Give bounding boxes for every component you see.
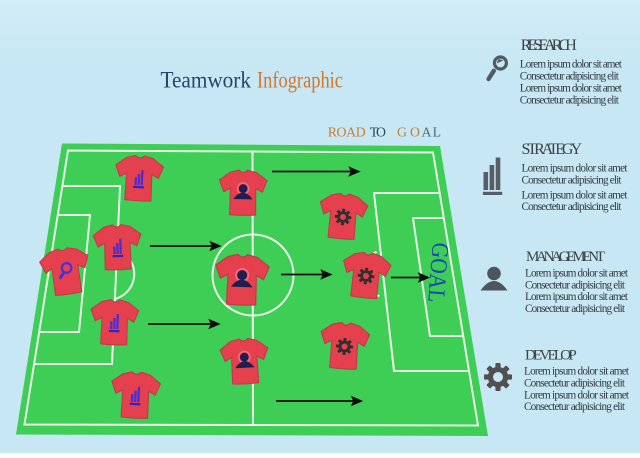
svg-text:AL: AL <box>422 124 442 139</box>
svg-text:Lorem ipsum dolor sit amet: Lorem ipsum dolor sit amet <box>522 190 629 202</box>
svg-text:DEVELOP: DEVELOP <box>525 348 577 364</box>
svg-text:Consectetur adipisicing elit: Consectetur adipisicing elit <box>524 401 626 413</box>
svg-text:Lorem ipsum dolor sit amet: Lorem ipsum dolor sit amet <box>525 268 629 280</box>
svg-text:Lorem ipsum dolor sit amet: Lorem ipsum dolor sit amet <box>522 163 629 175</box>
svg-text:Lorem ipsum dolor sit amet: Lorem ipsum dolor sit amet <box>525 291 629 303</box>
svg-text:Lorem ipsum dolor sit amet: Lorem ipsum dolor sit amet <box>524 390 630 402</box>
svg-text:RESEARCH: RESEARCH <box>521 37 577 54</box>
svg-text:Consectetur adipisicing elit: Consectetur adipisicing elit <box>520 71 620 83</box>
svg-text:Lorem ipsum dolor sit amet: Lorem ipsum dolor sit amet <box>520 83 623 95</box>
svg-text:Lorem ipsum dolor sit amet: Lorem ipsum dolor sit amet <box>524 366 630 378</box>
svg-text:ROAD: ROAD <box>328 124 366 139</box>
svg-text:Consectetur adipisicing elit: Consectetur adipisicing elit <box>520 95 620 107</box>
svg-text:Consectetur adipisicing elit: Consectetur adipisicing elit <box>522 175 623 187</box>
svg-text:Consectetur adipisicing elit: Consectetur adipisicing elit <box>525 280 626 292</box>
svg-text:MANAGEMENT: MANAGEMENT <box>526 249 605 265</box>
svg-text:Consectetur adipisicing elit: Consectetur adipisicing elit <box>525 303 626 315</box>
svg-text:TO: TO <box>370 124 386 139</box>
svg-text:Consectetur adipisicing elit: Consectetur adipisicing elit <box>524 378 626 390</box>
svg-text:STRATEGY: STRATEGY <box>522 141 583 158</box>
svg-text:Lorem ipsum dolor sit amet: Lorem ipsum dolor sit amet <box>520 59 623 71</box>
svg-text:Infographic: Infographic <box>257 68 343 93</box>
svg-text:Teamwork: Teamwork <box>161 68 252 93</box>
svg-text:Consectetur adipisicing elit: Consectetur adipisicing elit <box>522 201 623 213</box>
svg-text:GOAL: GOAL <box>422 242 453 304</box>
